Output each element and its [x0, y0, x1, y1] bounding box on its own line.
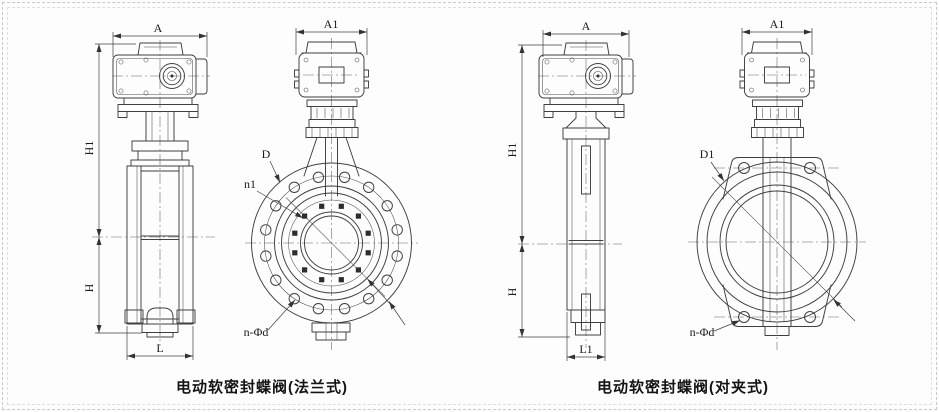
actuator-handwheel-wafer [585, 63, 611, 89]
bore-circle [304, 215, 359, 271]
bottom-tab [311, 322, 351, 333]
actuator-front [294, 41, 369, 197]
dim-A1-wafer: A1 [741, 17, 813, 55]
caption-wafer-type: 电动软密封蝶阀(对夹式) [597, 379, 769, 396]
nameplate [318, 66, 345, 84]
actuator-front-wafer [739, 41, 815, 138]
dim-A1-flanged: A1 [295, 17, 368, 55]
dim-H1-flanged: H1 [82, 43, 136, 237]
dim-H-flanged: H [82, 237, 142, 334]
bolt-pitch-circle [264, 175, 399, 311]
bottom-cap [764, 326, 790, 336]
label-D1: D1 [700, 147, 715, 161]
leader-D1: D1 [700, 147, 725, 182]
actuator-side [112, 42, 208, 167]
mounting-bracket [117, 97, 199, 118]
flanged-side-view: A H1 H L [82, 21, 215, 360]
label-H1-wafer: H1 [505, 143, 519, 158]
label-A-wafer: A [582, 19, 591, 33]
leader-n-phi-d-flanged: n-Φd [244, 299, 296, 339]
wafer-front-view: A1 D1 n-Φd [688, 17, 866, 350]
body-outer-circle [696, 161, 858, 323]
mounting-stack [305, 99, 359, 138]
mounting-stack-wafer [751, 99, 804, 138]
label-A1-wafer: A1 [770, 17, 785, 31]
upper-shaft-slot [581, 145, 591, 195]
label-n-phi-d-wafer: n-Φd [690, 325, 715, 339]
actuator-handwheel [159, 63, 185, 89]
label-L1: L1 [579, 342, 592, 356]
label-A: A [154, 21, 163, 35]
shaft-band [762, 137, 792, 327]
label-L: L [156, 341, 163, 355]
leader-n1: n1 [244, 177, 304, 219]
dim-A-wafer: A [542, 19, 630, 57]
bottom-cap [570, 309, 606, 323]
top-lug-plate [722, 157, 832, 200]
label-H: H [82, 283, 96, 292]
dim-L1-wafer: L1 [566, 312, 606, 361]
label-H-wafer: H [505, 287, 519, 296]
caption-flanged-type: 电动软密封蝶阀(法兰式) [176, 379, 348, 396]
label-n-phi-d: n-Φd [244, 325, 269, 339]
actuator-side-plate [195, 58, 208, 95]
diagonal-centerline [711, 176, 843, 308]
flanged-body-side [124, 165, 196, 338]
wafer-body-front [696, 137, 858, 336]
dim-L-flanged: L [126, 326, 194, 360]
leader-D: D [262, 147, 281, 183]
bottom-shaft-boss [146, 307, 174, 325]
bore-circle [725, 190, 829, 294]
label-A1: A1 [324, 17, 339, 31]
housing-screws [118, 57, 192, 96]
leader-n-phi-d-wafer: n-Φd [690, 320, 741, 339]
flanged-front-view: A1 D n1 n-Φd [244, 17, 418, 350]
pointer-outer-rim-wafer [833, 299, 856, 322]
label-n1: n1 [244, 177, 256, 191]
nameplate [764, 66, 790, 84]
lower-shaft-slot [581, 293, 591, 331]
valve-stem [130, 111, 190, 167]
flange-bolt-holes [260, 171, 403, 315]
label-H1: H1 [82, 141, 96, 156]
dim-H1-wafer: H1 [505, 44, 562, 244]
flange-face [251, 162, 412, 341]
pointer-raised-face [367, 278, 393, 307]
dim-A-flanged: A [112, 21, 208, 57]
wafer-side-view: A H1 H L1 [505, 19, 636, 361]
actuator-side-wafer [538, 42, 634, 140]
dim-H-wafer: H [505, 244, 570, 338]
label-D: D [262, 147, 271, 161]
seat-retainer-bolts [292, 203, 371, 283]
